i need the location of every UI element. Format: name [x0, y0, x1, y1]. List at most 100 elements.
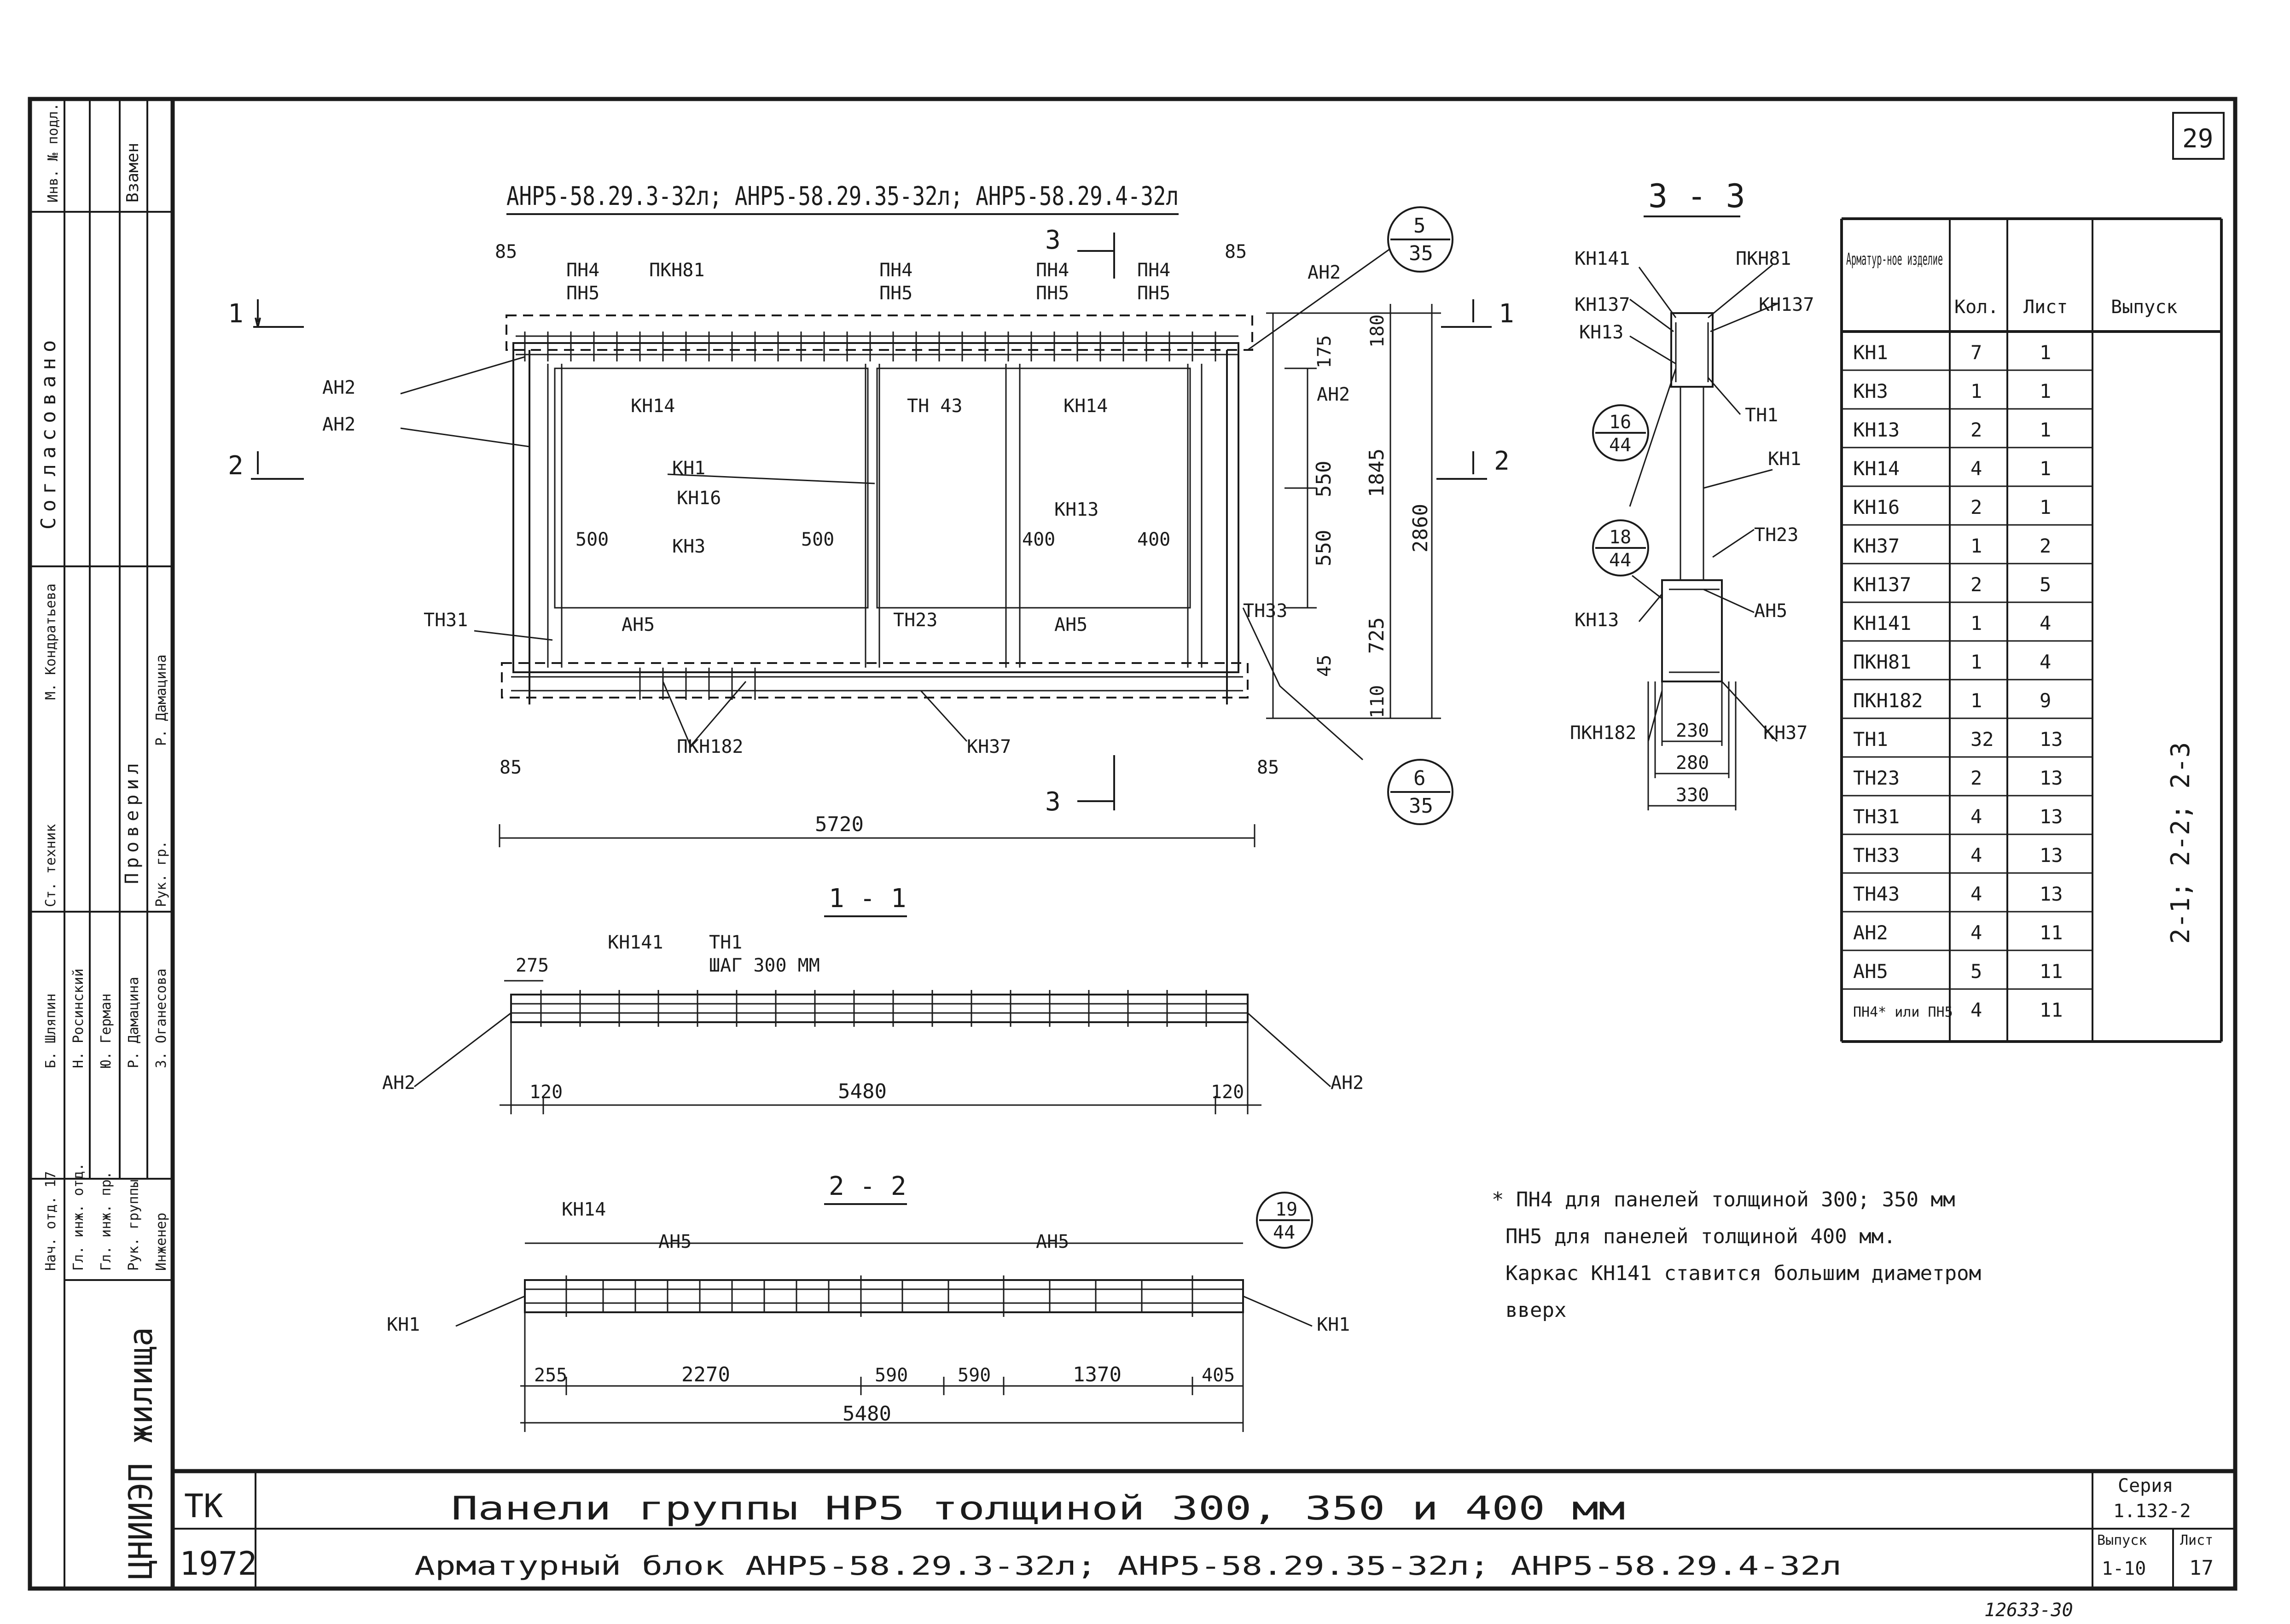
dim-500-1: 500	[575, 529, 609, 550]
spec-cell-item: ТН1	[1853, 728, 1888, 751]
spec-cell-sheet: 11	[2040, 960, 2063, 983]
s11-tn1: ТН1	[709, 932, 742, 953]
s33-d230: 230	[1676, 720, 1709, 741]
spec-cell-sheet: 11	[2040, 921, 2063, 944]
dim-45: 45	[1314, 655, 1335, 677]
s22-an5-1: АН5	[658, 1231, 692, 1252]
spec-cell-qty: 4	[1970, 805, 1982, 828]
label-kn14-2: КН14	[1064, 396, 1108, 417]
label-pkn81: ПКН81	[649, 260, 704, 281]
note-line-2: ПН5 для панелей толщиной 400 мм.	[1505, 1225, 1896, 1248]
side-name-1: Б. Шляпин	[43, 993, 59, 1068]
spec-cell-qty: 1	[1970, 535, 1982, 557]
side-extra-name-2: М. Кондратьева	[43, 583, 59, 700]
s22-d1370: 1370	[1073, 1363, 1122, 1386]
spec-cell-sheet: 4	[2040, 651, 2051, 673]
dim-1845: 1845	[1365, 448, 1389, 497]
spec-cell-qty: 1	[1970, 651, 1982, 673]
callout-19-bottom: 44	[1273, 1222, 1295, 1243]
spec-cell-qty: 32	[1970, 728, 1994, 751]
dim-400-1: 400	[1022, 529, 1055, 550]
side-name-4: Р. Дамацина	[126, 977, 142, 1068]
sheet-number: 29	[2182, 124, 2213, 154]
label-pkn182: ПКН182	[677, 736, 744, 757]
side-agreed-label: Согласовано	[37, 335, 60, 530]
s11-an2-right: АН2	[1331, 1072, 1364, 1094]
callout-19-top: 19	[1275, 1199, 1297, 1220]
s22-d255: 255	[534, 1365, 567, 1386]
s33-d280: 280	[1676, 752, 1709, 774]
spec-cell-qty: 2	[1970, 767, 1982, 789]
spec-cell-sheet: 11	[2040, 999, 2063, 1021]
spec-cell-item: АН2	[1853, 921, 1888, 944]
spec-cell-sheet: 1	[2040, 457, 2051, 480]
note-line-4: вверх	[1505, 1298, 1566, 1322]
dim-5720: 5720	[815, 813, 864, 836]
s33-tn1: ТН1	[1745, 405, 1778, 426]
s33-pkn81: ПКН81	[1736, 248, 1791, 269]
spec-release-note: 2-1; 2-2; 2-3	[2166, 742, 2196, 944]
spec-cell-qty: 4	[1970, 457, 1982, 480]
note-line-1: * ПН4 для панелей толщиной 300; 350 мм	[1492, 1188, 1955, 1211]
section-mark-3-bottom: 3	[1045, 787, 1061, 817]
title-block-line-2: Арматурный блок АНР5-58.29.3-32л; АНР5-5…	[414, 1551, 1842, 1581]
label-an2-4: АН2	[1317, 384, 1350, 405]
label-an2-2: АН2	[322, 414, 355, 435]
spec-cell-item: ТН31	[1853, 805, 1900, 828]
spec-cell-item: КН137	[1853, 573, 1911, 596]
label-pn4-2: ПН4	[879, 260, 913, 281]
spec-cell-sheet: 1	[2040, 380, 2051, 402]
callout-6-35	[1387, 759, 1453, 825]
spec-cell-qty: 1	[1970, 612, 1982, 634]
label-kn13: КН13	[1054, 499, 1099, 520]
section-3-3-title: 3 - 3	[1648, 177, 1745, 215]
s11-step: ШАГ 300 ММ	[709, 955, 820, 976]
spec-cell-item: КН14	[1853, 457, 1900, 480]
side-name-2: Н. Росинский	[70, 968, 87, 1068]
label-pn5-3: ПН5	[1036, 283, 1069, 304]
side-org: ЦНИИЭП жилища	[122, 1327, 160, 1579]
callout-5-top: 5	[1413, 214, 1426, 238]
label-pn4-1: ПН4	[566, 260, 599, 281]
spec-header-item: Арматур-ное изделие	[1846, 250, 1943, 269]
section-2-2-title: 2 - 2	[829, 1171, 907, 1201]
s11-kn141: КН141	[608, 932, 663, 953]
label-an5-1: АН5	[622, 614, 655, 635]
spec-cell-sheet: 13	[2040, 767, 2063, 789]
s33-kn13-bottom: КН13	[1575, 610, 1619, 631]
spec-cell-qty: 7	[1970, 341, 1982, 364]
spec-cell-item: КН3	[1853, 380, 1888, 402]
s33-kn137-left: КН137	[1575, 294, 1630, 315]
dim-180: 180	[1367, 314, 1388, 348]
s33-kn137-right: КН137	[1759, 294, 1814, 315]
s22-an5-2: АН5	[1036, 1231, 1069, 1252]
s22-kn1-left: КН1	[387, 1314, 420, 1335]
label-an2-3: АН2	[1308, 262, 1341, 283]
callout-16-top: 16	[1609, 412, 1631, 433]
spec-cell-qty: 4	[1970, 921, 1982, 944]
spec-cell-item: ПКН81	[1853, 651, 1911, 673]
section-mark-3-top: 3	[1045, 225, 1061, 255]
side-role-4: Рук. группы	[126, 1179, 142, 1271]
section-mark-1-right: 1	[1499, 299, 1514, 329]
title-block-series-label: Серия	[2118, 1475, 2173, 1496]
spec-header-release: Выпуск	[2111, 297, 2178, 318]
spec-cell-qty: 1	[1970, 380, 1982, 402]
dim-550-1: 550	[1312, 461, 1336, 497]
side-name-3: Ю. Герман	[98, 993, 114, 1068]
s33-pkn182: ПКН182	[1570, 722, 1637, 744]
side-stamp	[30, 99, 173, 1589]
callout-18-bottom: 44	[1609, 550, 1631, 571]
s33-an5: АН5	[1754, 600, 1787, 622]
s22-d5480: 5480	[843, 1402, 891, 1426]
spec-cell-qty: 2	[1970, 419, 1982, 441]
section-mark-2-left: 2	[228, 451, 244, 481]
label-pn4-3: ПН4	[1036, 260, 1069, 281]
side-role-2: Гл. инж. отд.	[70, 1163, 87, 1271]
spec-cell-qty: 4	[1970, 844, 1982, 867]
section-3-3-drawing	[1592, 264, 1778, 810]
callout-18-top: 18	[1609, 527, 1631, 548]
label-tn43: ТН 43	[907, 396, 962, 417]
s33-kn13-top: КН13	[1579, 322, 1623, 343]
